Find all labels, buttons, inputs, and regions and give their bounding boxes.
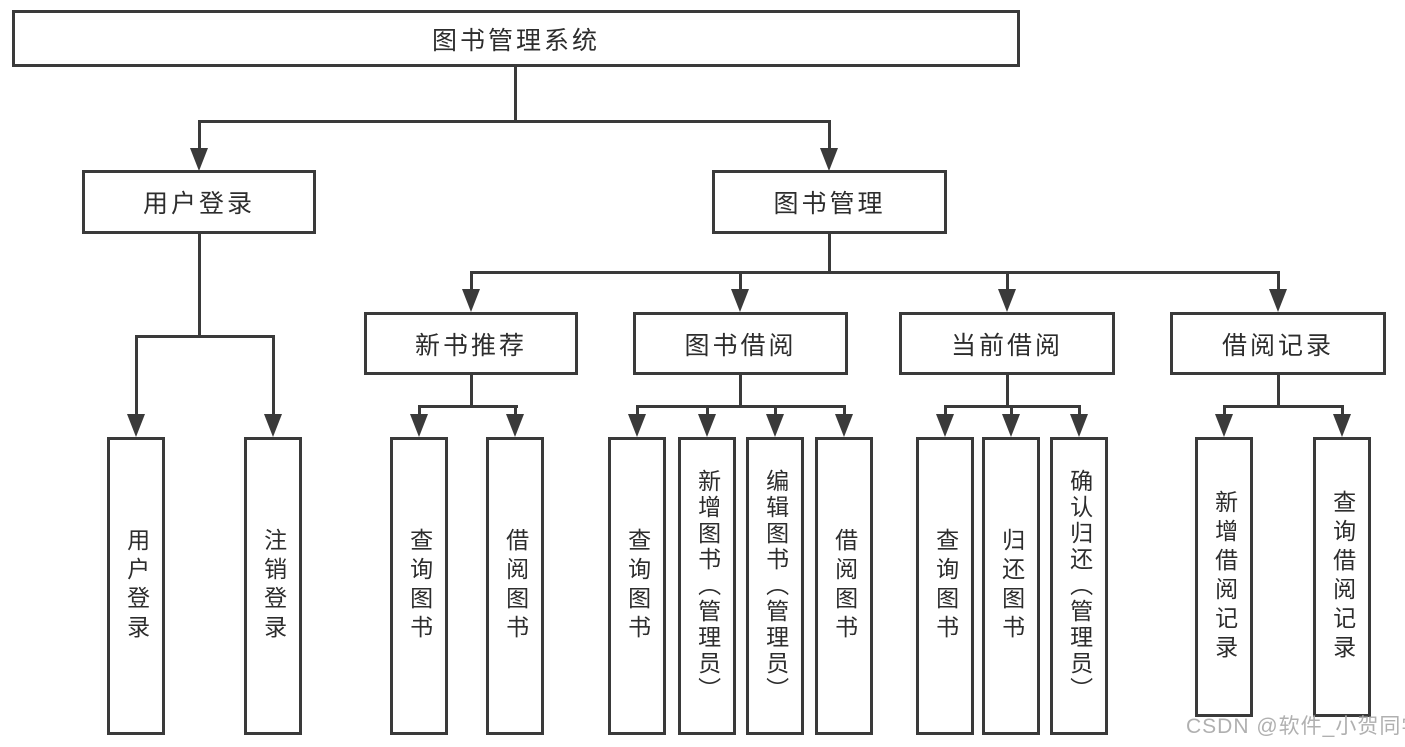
csdn-watermark: CSDN @软件_小贺同学: [1186, 715, 1405, 738]
node-root-label: 图书管理系统: [431, 26, 600, 55]
node-user-login: 用户登录: [82, 170, 316, 234]
node-book-borrow-label: 图书借阅: [684, 331, 797, 360]
arrowhead-cur-query: [936, 414, 954, 437]
connector-drop-borrow-records: [1277, 271, 1280, 291]
connector-drop-current-borrow: [1006, 271, 1009, 291]
arrowhead-current-borrow: [998, 289, 1016, 312]
leaf-cur-confirm-return-admin: 确认归还（管理员）: [1050, 437, 1108, 735]
leaf-nb-borrow-books-label: 借阅图书: [502, 528, 529, 644]
leaf-user-login: 用户登录: [107, 437, 165, 735]
connector-book-mgmt-stem: [828, 234, 831, 274]
arrowhead-rec-add: [1215, 414, 1233, 437]
node-new-book-rec: 新书推荐: [364, 312, 578, 375]
node-book-mgmt-label: 图书管理: [773, 190, 886, 218]
leaf-cur-query-books: 查询图书: [916, 437, 974, 735]
connector-drop-rec-query: [1341, 405, 1344, 416]
arrowhead-bw-borrow: [835, 414, 853, 437]
connector-drop-cur-return: [1010, 405, 1013, 416]
leaf-rec-query-record-label: 查询借阅记录: [1329, 490, 1356, 664]
leaf-rec-add-record: 新增借阅记录: [1195, 437, 1253, 717]
connector-drop-nb-borrow: [514, 405, 517, 416]
connector-drop-cur-confirm: [1078, 405, 1081, 416]
connector-new-book-hline: [418, 405, 518, 408]
arrowhead-cur-confirm: [1070, 414, 1088, 437]
leaf-cur-confirm-return-admin-label: 确认归还（管理员）: [1066, 469, 1093, 703]
arrowhead-cur-return: [1002, 414, 1020, 437]
node-user-login-label: 用户登录: [142, 190, 255, 218]
arrowhead-bw-add: [698, 414, 716, 437]
leaf-nb-query-books: 查询图书: [390, 437, 448, 735]
arrowhead-leaf-login: [127, 414, 145, 437]
leaf-logout-login-label: 注销登录: [260, 528, 287, 644]
leaf-logout-login: 注销登录: [244, 437, 302, 735]
connector-drop-user-login: [198, 120, 201, 150]
node-current-borrow-label: 当前借阅: [950, 331, 1063, 360]
connector-drop-bw-query: [636, 405, 639, 416]
leaf-bw-edit-book-admin-label: 编辑图书（管理员）: [762, 469, 789, 703]
leaf-cur-return-book: 归还图书: [982, 437, 1040, 735]
connector-drop-leaf-login: [135, 335, 138, 416]
leaf-bw-query-books-label: 查询图书: [624, 528, 651, 644]
node-root: 图书管理系统: [12, 10, 1020, 67]
node-book-borrow: 图书借阅: [633, 312, 848, 375]
connector-drop-cur-query: [944, 405, 947, 416]
node-current-borrow: 当前借阅: [899, 312, 1115, 375]
connector-level3-hline: [470, 271, 1280, 274]
leaf-nb-query-books-label: 查询图书: [406, 528, 433, 644]
connector-new-book-stem: [470, 375, 473, 408]
leaf-bw-add-book-admin: 新增图书（管理员）: [678, 437, 736, 735]
connector-drop-bw-add: [706, 405, 709, 416]
leaf-bw-query-books: 查询图书: [608, 437, 666, 735]
leaf-user-login-label: 用户登录: [123, 528, 150, 644]
leaf-bw-add-book-admin-label: 新增图书（管理员）: [694, 469, 721, 703]
connector-drop-bw-edit: [774, 405, 777, 416]
connector-drop-rec-add: [1223, 405, 1226, 416]
connector-records-stem: [1277, 375, 1280, 408]
node-new-book-rec-label: 新书推荐: [414, 331, 527, 360]
arrowhead-borrow-records: [1269, 289, 1287, 312]
connector-drop-nb-query: [418, 405, 421, 416]
connector-drop-new-book: [470, 271, 473, 291]
arrowhead-leaf-logout: [264, 414, 282, 437]
connector-current-stem: [1006, 375, 1009, 408]
arrowhead-rec-query: [1333, 414, 1351, 437]
node-borrow-records-label: 借阅记录: [1221, 331, 1334, 360]
leaf-bw-edit-book-admin: 编辑图书（管理员）: [746, 437, 804, 735]
arrowhead-nb-borrow: [506, 414, 524, 437]
connector-records-hline: [1223, 405, 1344, 408]
leaf-nb-borrow-books: 借阅图书: [486, 437, 544, 735]
leaf-cur-return-book-label: 归还图书: [998, 528, 1025, 644]
arrowhead-user-login: [190, 148, 208, 171]
leaf-cur-query-books-label: 查询图书: [932, 528, 959, 644]
node-borrow-records: 借阅记录: [1170, 312, 1386, 375]
arrowhead-nb-query: [410, 414, 428, 437]
connector-user-login-stem: [198, 234, 201, 338]
connector-level2-hline: [198, 120, 831, 123]
leaf-bw-borrow-books: 借阅图书: [815, 437, 873, 735]
node-book-mgmt: 图书管理: [712, 170, 947, 234]
connector-root-stem: [514, 65, 517, 122]
connector-login-hline: [135, 335, 275, 338]
connector-drop-leaf-logout: [272, 335, 275, 416]
leaf-bw-borrow-books-label: 借阅图书: [831, 528, 858, 644]
leaf-rec-query-record: 查询借阅记录: [1313, 437, 1371, 717]
arrowhead-bw-query: [628, 414, 646, 437]
arrowhead-bw-edit: [766, 414, 784, 437]
connector-book-borrow-stem: [739, 375, 742, 408]
arrowhead-book-mgmt: [820, 148, 838, 171]
connector-drop-book-borrow: [739, 271, 742, 291]
arrowhead-new-book: [462, 289, 480, 312]
connector-book-borrow-hline: [636, 405, 846, 408]
connector-drop-book-mgmt: [828, 120, 831, 150]
connector-drop-bw-borrow: [843, 405, 846, 416]
arrowhead-book-borrow: [731, 289, 749, 312]
leaf-rec-add-record-label: 新增借阅记录: [1211, 490, 1238, 664]
